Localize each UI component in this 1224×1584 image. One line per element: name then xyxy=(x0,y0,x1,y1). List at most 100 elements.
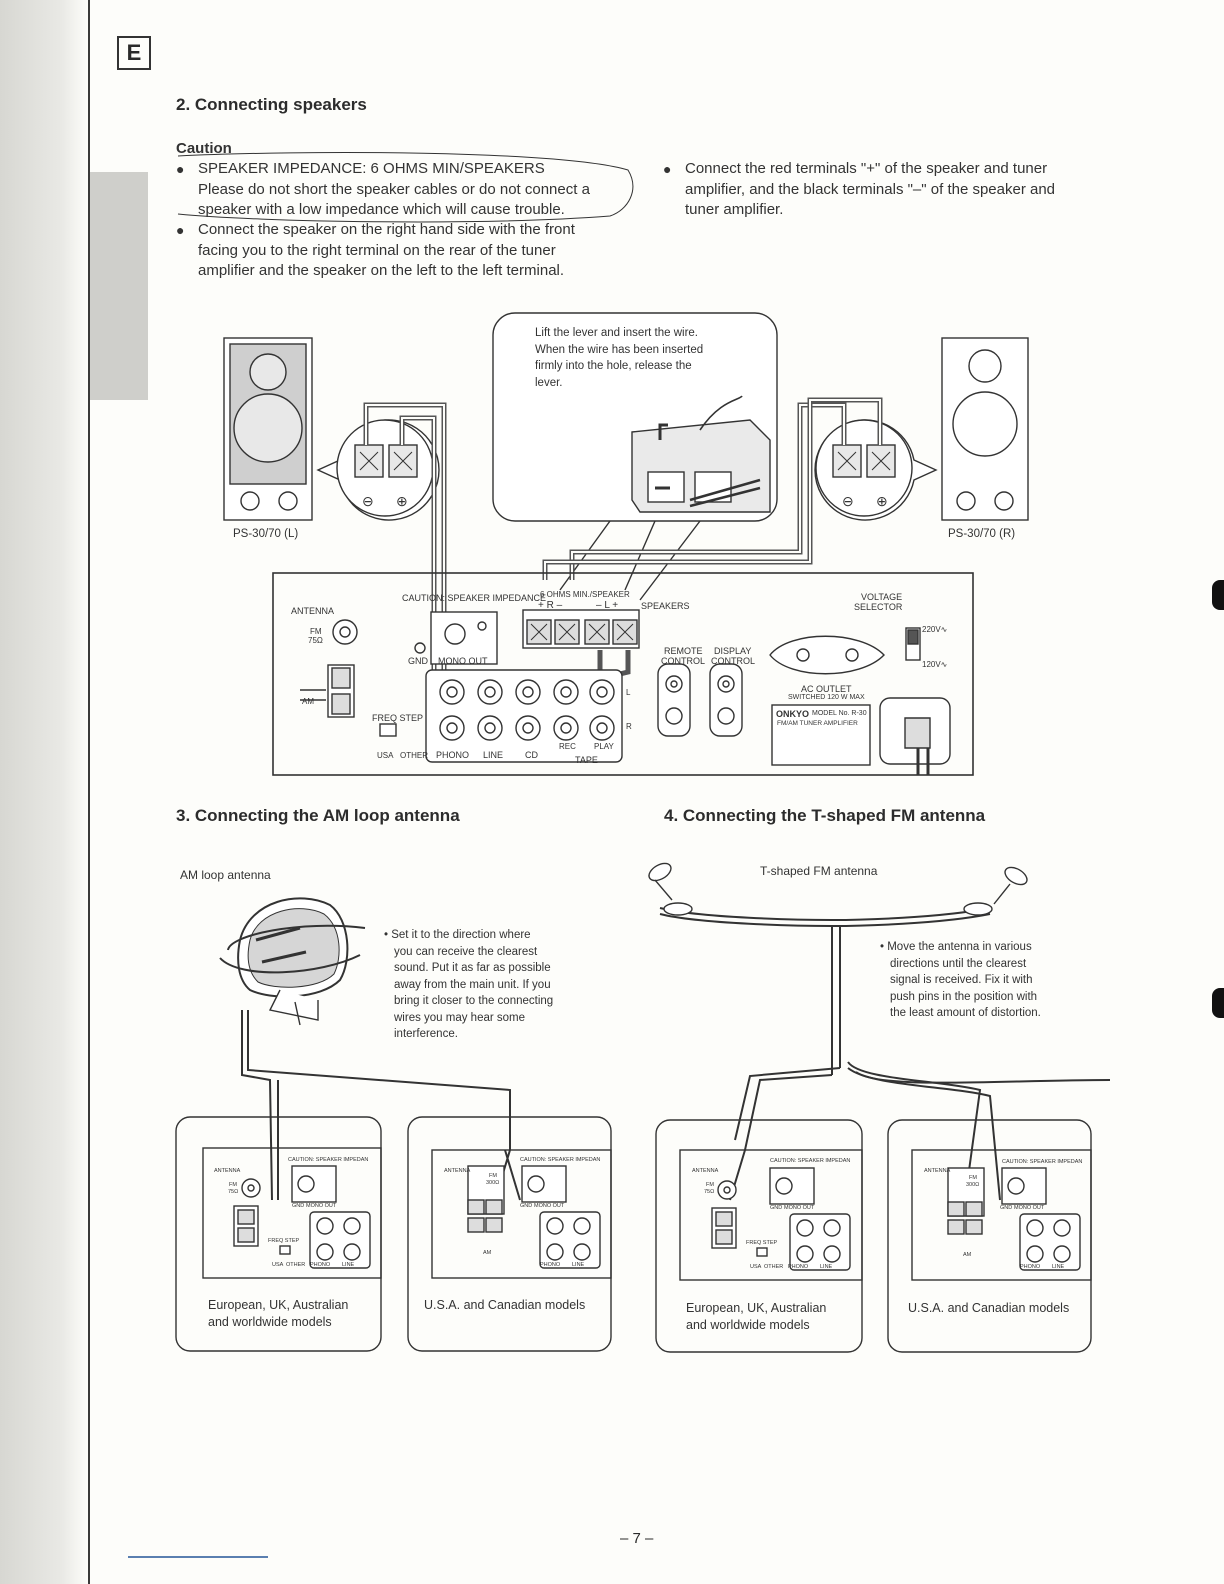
panel-voltage: VOLTAGE xyxy=(861,592,903,602)
note-line: away from the main unit. If you xyxy=(394,978,551,991)
note-line: interference. xyxy=(394,1028,458,1040)
mini-phono: PHONO xyxy=(540,1262,561,1268)
callout-line: When the wire has been inserted xyxy=(535,343,704,356)
mini-phono: PHONO xyxy=(788,1264,809,1270)
mini-gnd: GND xyxy=(770,1205,783,1211)
panel-line: LINE xyxy=(483,750,504,760)
panel-mono-out: MONO OUT xyxy=(438,656,488,666)
caption-line: and worldwide models xyxy=(686,1318,810,1332)
mini-fm75: 75Ω xyxy=(228,1189,239,1195)
bullet-line: tuner amplifier. xyxy=(685,201,784,218)
panel-speakers: SPEAKERS xyxy=(641,601,690,611)
note-line: signal is received. Fix it with xyxy=(890,974,1033,986)
mini-gnd: GND xyxy=(292,1203,305,1209)
mini-antenna: ANTENNA xyxy=(214,1168,241,1174)
fm-antenna-label: T-shaped FM antenna xyxy=(760,864,878,878)
caption-us-am: U.S.A. and Canadian models xyxy=(424,1298,586,1312)
panel-selector: SELECTOR xyxy=(854,602,903,612)
section-3-title: 3. Connecting the AM loop antenna xyxy=(176,806,460,825)
am-loop-antenna-label: AM loop antenna xyxy=(180,868,271,882)
mini-phono: PHONO xyxy=(310,1262,331,1268)
caption-line: European, UK, Australian xyxy=(686,1301,827,1315)
polarity-bullet: ● Connect the red terminals "+" of the s… xyxy=(663,159,1105,221)
panel-220v: 220V∿ xyxy=(922,625,948,634)
scan-edge xyxy=(0,0,88,1584)
section-4-title: 4. Connecting the T-shaped FM antenna xyxy=(664,806,986,825)
callout-line: Lift the lever and insert the wire. xyxy=(535,327,698,339)
section-tab xyxy=(90,172,148,400)
panel-r: R xyxy=(626,722,632,731)
bullet-line: facing you to the right terminal on the … xyxy=(198,241,556,259)
am-antenna-note: • Set it to the direction where you can … xyxy=(384,927,564,1043)
mini-phono: PHONO xyxy=(1020,1264,1041,1270)
mini-fm75: 75Ω xyxy=(704,1189,715,1195)
mini-freq-step: FREQ STEP xyxy=(746,1240,778,1246)
mini-caution: CAUTION: SPEAKER IMPEDAN xyxy=(288,1157,369,1163)
panel-caution: CAUTION: SPEAKER IMPEDANCE xyxy=(402,593,547,603)
caution-bullet-orientation: ● Connect the speaker on the right hand … xyxy=(176,220,628,282)
note-line: • Set it to the direction where xyxy=(384,929,531,941)
panel-freq-step: FREQ STEP xyxy=(372,713,424,723)
mini-other: OTHER xyxy=(286,1262,306,1268)
note-line: you can receive the clearest xyxy=(394,945,538,958)
bullet-dot: ● xyxy=(663,161,672,177)
panel-l-polarity: – L + xyxy=(596,600,619,611)
note-line: directions until the clearest xyxy=(890,957,1027,970)
am-loop-antenna-drawing xyxy=(219,897,366,1026)
caption-us-fm: U.S.A. and Canadian models xyxy=(908,1301,1070,1315)
caption-line: and worldwide models xyxy=(208,1315,332,1329)
binding-hole xyxy=(1212,988,1224,1018)
mini-mono-out: MONO OUT xyxy=(1014,1205,1045,1211)
bullet-line: amplifier, and the black terminals "–" o… xyxy=(685,180,1056,198)
mini-usa: USA xyxy=(750,1264,762,1270)
mini-gnd: GND xyxy=(1000,1205,1013,1211)
panel-switched: SWITCHED 120 W MAX xyxy=(788,694,865,701)
bullet-line: Connect the speaker on the right hand si… xyxy=(198,221,575,238)
panel-brand: ONKYO xyxy=(776,709,810,719)
note-line: push pins in the position with xyxy=(890,990,1038,1003)
page-number: – 7 – xyxy=(620,1530,654,1547)
bullet-dot: ● xyxy=(176,222,185,238)
panel-am: AM xyxy=(302,697,314,706)
mini-fm: FM xyxy=(706,1182,714,1188)
panel-tape: TAPE xyxy=(575,755,598,765)
caution-bullet-impedance: ● SPEAKER IMPEDANCE: 6 OHMS MIN/SPEAKERS… xyxy=(176,159,628,221)
panel-fm-ohm: 75Ω xyxy=(308,636,323,645)
left-speaker-label: PS-30/70 (L) xyxy=(233,528,299,540)
mini-antenna: ANTENNA xyxy=(444,1168,471,1174)
mini-line: LINE xyxy=(572,1262,585,1268)
lever-instruction: Lift the lever and insert the wire. When… xyxy=(535,325,735,391)
mini-fm300: 300Ω xyxy=(966,1182,980,1188)
panel-display-control: CONTROL xyxy=(711,656,756,666)
mini-antenna: ANTENNA xyxy=(924,1168,951,1174)
mini-mono-out: MONO OUT xyxy=(784,1205,815,1211)
scan-artifact-line xyxy=(128,1556,268,1558)
mini-am: AM xyxy=(963,1252,972,1258)
panel-gnd: GND xyxy=(408,656,428,666)
caution-heading: Caution xyxy=(176,140,232,157)
mini-other: OTHER xyxy=(764,1264,784,1270)
panel-ohms: 6 OHMS MIN./SPEAKER xyxy=(540,590,630,599)
callout-line: lever. xyxy=(535,376,563,389)
mini-mono-out: MONO OUT xyxy=(534,1203,565,1209)
panel-cd: CD xyxy=(525,750,538,760)
bullet-dot: ● xyxy=(176,161,185,177)
panel-fm: FM xyxy=(310,627,322,636)
mini-antenna: ANTENNA xyxy=(692,1168,719,1174)
panel-ac-outlet: AC OUTLET xyxy=(801,684,852,694)
plus-sign: ⊕ xyxy=(396,493,408,509)
mini-line: LINE xyxy=(342,1262,355,1268)
panel-antenna: ANTENNA xyxy=(291,606,335,616)
panel-model: MODEL No. R-30 xyxy=(812,710,867,717)
left-speaker-drawing xyxy=(223,337,313,521)
fm-antenna-drawing xyxy=(648,862,1028,1075)
bullet-line: amplifier and the speaker on the left to… xyxy=(198,262,565,279)
mini-line: LINE xyxy=(1052,1264,1065,1270)
panel-phono: PHONO xyxy=(436,750,470,760)
note-line: bring it closer to the connecting xyxy=(394,995,554,1007)
caption-line: European, UK, Australian xyxy=(208,1298,349,1312)
panel-other: OTHER xyxy=(400,751,428,760)
panel-usa: USA xyxy=(377,751,394,760)
panel-remote: REMOTE xyxy=(664,646,703,656)
mini-fm: FM xyxy=(489,1173,497,1179)
